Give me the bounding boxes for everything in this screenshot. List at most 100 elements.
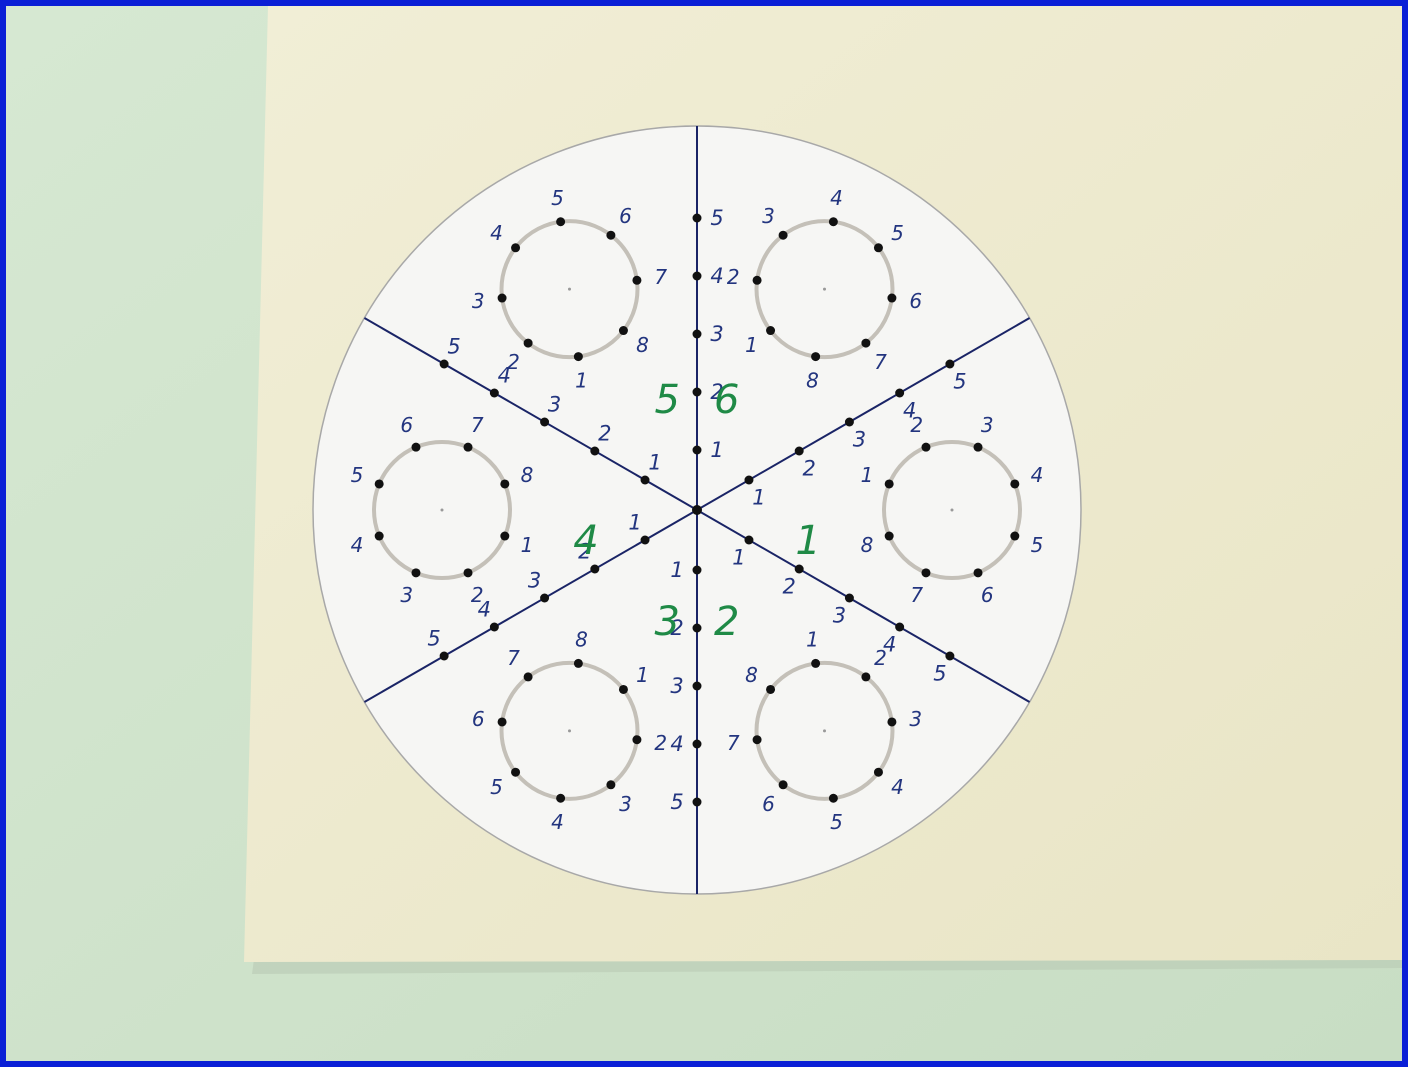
spoke-number-label: 5 bbox=[670, 790, 683, 814]
ring-dot bbox=[1010, 479, 1019, 488]
ring-number-label: 4 bbox=[490, 221, 503, 245]
ring-number-label: 1 bbox=[861, 463, 874, 487]
ring-number-label: 7 bbox=[910, 583, 923, 607]
ring-dot bbox=[524, 339, 533, 348]
ring-number-label: 5 bbox=[1031, 533, 1044, 557]
ring-number-label: 7 bbox=[507, 646, 520, 670]
spoke-number-label: 4 bbox=[710, 264, 723, 288]
spoke-dot bbox=[540, 594, 549, 603]
ring-number-label: 3 bbox=[762, 204, 775, 228]
ring-dot bbox=[498, 717, 507, 726]
ring-number-label: 5 bbox=[891, 221, 904, 245]
spoke-dot bbox=[641, 536, 650, 545]
ring-center-mark bbox=[568, 729, 571, 732]
ring-dot bbox=[874, 243, 883, 252]
ring-center-mark bbox=[441, 509, 444, 512]
ring-dot bbox=[1010, 532, 1019, 541]
ring-number-label: 2 bbox=[727, 265, 740, 289]
ring-dot bbox=[887, 717, 896, 726]
spoke-dot bbox=[693, 798, 702, 807]
ring-number-label: 3 bbox=[619, 792, 632, 816]
spoke-number-label: 3 bbox=[548, 393, 561, 417]
spoke-dot bbox=[590, 447, 599, 456]
ring-number-label: 3 bbox=[909, 707, 922, 731]
ring-dot bbox=[829, 217, 838, 226]
ring-number-label: 1 bbox=[745, 333, 758, 357]
ring-number-label: 6 bbox=[762, 792, 775, 816]
ring-number-label: 4 bbox=[830, 186, 843, 210]
ring-number-label: 6 bbox=[619, 204, 632, 228]
spoke-dot bbox=[490, 623, 499, 632]
spoke-dot bbox=[693, 446, 702, 455]
ring-dot bbox=[464, 568, 473, 577]
ring-number-label: 6 bbox=[400, 413, 413, 437]
ring-number-label: 6 bbox=[472, 707, 485, 731]
ring-number-label: 2 bbox=[471, 583, 484, 607]
ring-number-label: 1 bbox=[806, 628, 819, 652]
ring-number-label: 3 bbox=[400, 583, 413, 607]
ring-number-label: 1 bbox=[575, 368, 588, 392]
ring-number-label: 7 bbox=[727, 731, 740, 755]
ring-dot bbox=[574, 659, 583, 668]
ring-dot bbox=[411, 568, 420, 577]
ring-dot bbox=[974, 568, 983, 577]
ring-dot bbox=[500, 479, 509, 488]
sector-number: 5 bbox=[655, 377, 680, 423]
spoke-dot bbox=[440, 652, 449, 661]
sector-number: 2 bbox=[714, 599, 739, 645]
ring-number-label: 7 bbox=[654, 265, 667, 289]
spoke-number-label: 1 bbox=[710, 438, 723, 462]
spoke-number-label: 5 bbox=[710, 206, 723, 230]
ring-dot bbox=[753, 735, 762, 744]
ring-number-label: 6 bbox=[981, 583, 994, 607]
ring-number-label: 3 bbox=[981, 413, 994, 437]
ring-dot bbox=[861, 339, 870, 348]
ring-dot bbox=[753, 276, 762, 285]
ring-dot bbox=[885, 532, 894, 541]
ring-dot bbox=[574, 352, 583, 361]
spoke-number-label: 3 bbox=[710, 322, 723, 346]
ring-dot bbox=[779, 231, 788, 240]
ring-dot bbox=[606, 780, 615, 789]
ring-dot bbox=[606, 231, 615, 240]
spoke-dot bbox=[590, 565, 599, 574]
ring-dot bbox=[766, 326, 775, 335]
spoke-dot bbox=[895, 389, 904, 398]
ring-number-label: 2 bbox=[874, 646, 887, 670]
ring-dot bbox=[632, 735, 641, 744]
spoke-dot bbox=[641, 476, 650, 485]
ring-number-label: 8 bbox=[521, 463, 534, 487]
ring-dot bbox=[861, 672, 870, 681]
ring-number-label: 3 bbox=[472, 289, 485, 313]
spoke-number-label: 3 bbox=[528, 569, 541, 593]
spoke-dot bbox=[693, 272, 702, 281]
ring-dot bbox=[411, 443, 420, 452]
ring-center-mark bbox=[823, 729, 826, 732]
ring-dot bbox=[921, 568, 930, 577]
spoke-dot bbox=[795, 565, 804, 574]
ring-dot bbox=[766, 685, 775, 694]
spoke-number-label: 1 bbox=[670, 558, 683, 582]
ring-number-label: 6 bbox=[909, 289, 922, 313]
ring-dot bbox=[811, 659, 820, 668]
spoke-dot bbox=[945, 360, 954, 369]
ring-dot bbox=[556, 217, 565, 226]
ring-dot bbox=[974, 443, 983, 452]
spoke-number-label: 1 bbox=[732, 545, 745, 569]
spoke-number-label: 2 bbox=[783, 574, 796, 598]
spoke-number-label: 5 bbox=[447, 335, 460, 359]
spoke-dot bbox=[845, 594, 854, 603]
center-dot bbox=[692, 505, 702, 515]
ring-number-label: 7 bbox=[874, 350, 887, 374]
ring-number-label: 4 bbox=[1031, 463, 1044, 487]
ring-center-mark bbox=[951, 509, 954, 512]
ring-dot bbox=[619, 326, 628, 335]
ring-number-label: 4 bbox=[351, 533, 364, 557]
ring-number-label: 5 bbox=[490, 775, 503, 799]
ring-dot bbox=[511, 768, 520, 777]
spoke-dot bbox=[693, 624, 702, 633]
spoke-dot bbox=[693, 330, 702, 339]
ring-dot bbox=[524, 672, 533, 681]
ring-center-mark bbox=[568, 288, 571, 291]
